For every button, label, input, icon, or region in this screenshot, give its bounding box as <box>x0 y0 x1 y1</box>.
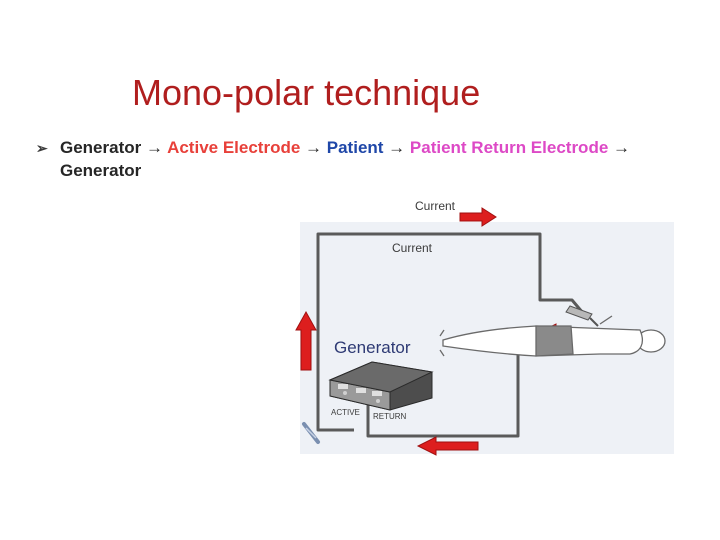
generator-display <box>338 384 348 389</box>
flow-generator-start: Generator <box>60 138 142 157</box>
cable-grip-icon <box>302 422 320 444</box>
flow-arrow: → <box>383 138 410 157</box>
current-label-inner: Current <box>392 241 433 255</box>
flow-arrow: → <box>141 138 168 157</box>
flow-return-electrode: Patient Return Electrode <box>409 138 609 157</box>
active-electrode-pencil <box>565 305 599 327</box>
flow-text: Generator → Active Electrode → Patient →… <box>60 136 676 182</box>
generator-knob <box>343 391 347 395</box>
patient-figure <box>439 315 666 357</box>
generator-label: Generator <box>334 338 411 357</box>
flow-arrow: → <box>608 138 631 157</box>
active-port-label: ACTIVE <box>331 408 360 417</box>
flow-patient: Patient <box>326 138 384 157</box>
flow-active-electrode: Active Electrode <box>167 138 301 157</box>
arrow-left-icon <box>416 436 479 456</box>
slide-title: Mono-polar technique <box>132 72 481 113</box>
return-port-label: RETURN <box>373 412 407 421</box>
bullet-arrow-icon: ➢ <box>36 140 48 156</box>
active-lead-wire <box>316 232 585 432</box>
arrow-right-icon <box>459 207 497 227</box>
arrow-up-icon <box>295 310 317 371</box>
generator-device <box>328 361 434 411</box>
flow-arrow: → <box>300 138 327 157</box>
flow-generator-end: Generator <box>60 161 142 180</box>
current-label-top: Current <box>415 199 456 213</box>
flow-bullet: ➢ Generator → Active Electrode → Patient… <box>36 136 676 182</box>
